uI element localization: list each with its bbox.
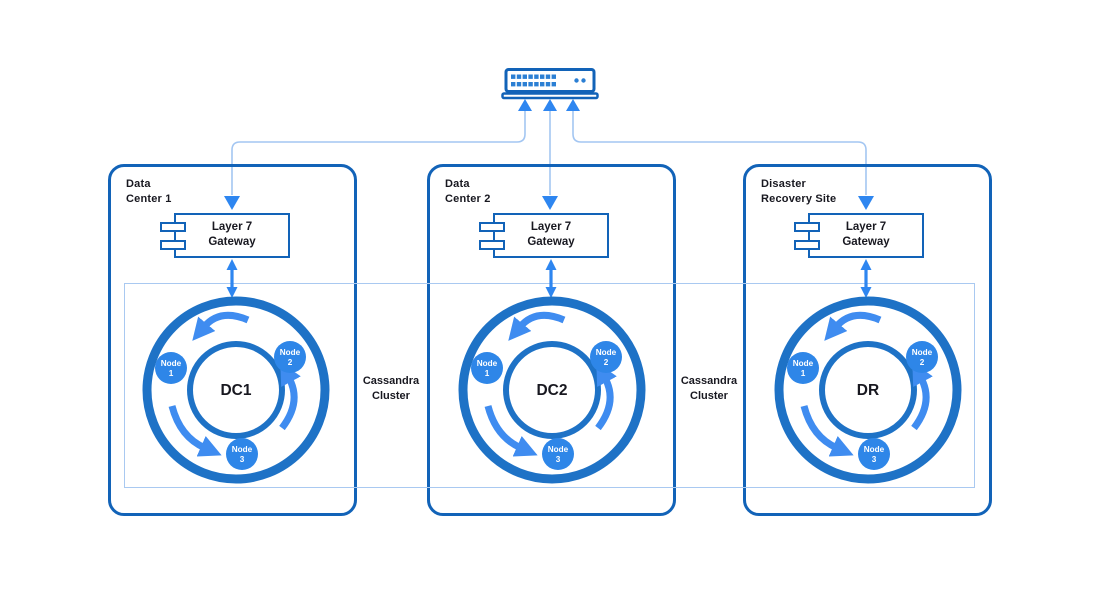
label-line: Cluster — [372, 390, 410, 402]
component-tab-icon — [160, 240, 186, 250]
node-label: 3 — [556, 455, 561, 464]
node-3: Node 3 — [858, 438, 890, 470]
rotation-arrow-icon — [508, 311, 566, 341]
component-tab-icon — [794, 222, 820, 232]
node-label: 2 — [920, 358, 925, 367]
node-1: Node 1 — [787, 352, 819, 384]
data-center-2-label: Data Center 2 — [445, 177, 491, 207]
node-label: 2 — [604, 358, 609, 367]
disaster-recovery-label: Disaster Recovery Site — [761, 177, 836, 207]
label-line: Center 2 — [445, 193, 491, 205]
gateway-label-dr: Layer 7 Gateway — [808, 220, 924, 250]
label-line: Cassandra — [680, 375, 738, 387]
gateway-box-dr — [808, 213, 924, 258]
data-center-2-box — [427, 164, 676, 516]
arrow-down-icon — [858, 196, 874, 210]
component-tab-icon — [160, 222, 186, 232]
label-line: Recovery Site — [761, 193, 837, 205]
node-label: Node — [793, 359, 814, 368]
component-tab-icon — [479, 240, 505, 250]
node-3: Node 3 — [226, 438, 258, 470]
label-line: Gateway — [208, 236, 256, 248]
node-label: 1 — [169, 369, 174, 378]
node-2: Node 2 — [274, 341, 306, 373]
disaster-recovery-box — [743, 164, 992, 516]
ring-inner-circle — [187, 341, 285, 439]
label-line: Layer 7 — [530, 221, 572, 233]
node-1: Node 1 — [471, 352, 503, 384]
cassandra-cluster-label-2: Cassandra Cluster — [649, 374, 769, 404]
gateway-label-dc2: Layer 7 Gateway — [493, 220, 609, 250]
label-line: Gateway — [527, 236, 575, 248]
component-tab-icon — [794, 240, 820, 250]
label-line: Center 1 — [126, 193, 172, 205]
double-arrow-icon — [860, 259, 872, 298]
ring-center-label: DC2 — [536, 382, 567, 399]
label-line: Layer 7 — [845, 221, 887, 233]
label-line: Disaster — [761, 178, 807, 190]
node-label: Node — [161, 359, 182, 368]
cassandra-cluster-label-1: Cassandra Cluster — [331, 374, 451, 404]
ring-inner-circle — [819, 341, 917, 439]
label-line: Cluster — [690, 390, 728, 402]
cassandra-ring-dc2: Node 1 Node 2 Node 3 DC2 — [458, 296, 646, 484]
rotation-arrow-icon — [911, 361, 933, 431]
label-line: Layer 7 — [211, 221, 253, 233]
node-label: Node — [280, 348, 301, 357]
component-tab-icon — [479, 222, 505, 232]
rotation-arrow-icon — [824, 311, 882, 341]
gateway-box-dc2 — [493, 213, 609, 258]
node-2: Node 2 — [590, 341, 622, 373]
node-1: Node 1 — [155, 352, 187, 384]
label-line: Data — [445, 178, 470, 190]
node-label: 2 — [288, 358, 293, 367]
node-label: Node — [477, 359, 498, 368]
arrow-up-icon — [518, 99, 532, 111]
connector-right — [572, 108, 867, 195]
double-arrow-icon — [545, 259, 557, 298]
arrow-down-icon — [542, 196, 558, 210]
node-label: 1 — [485, 369, 490, 378]
cassandra-ring-dr: Node 1 Node 2 Node 3 DR — [774, 296, 962, 484]
node-label: Node — [548, 445, 569, 454]
cassandra-ring-dc1: Node 1 Node 2 Node 3 DC1 — [142, 296, 330, 484]
node-label: 1 — [801, 369, 806, 378]
network-switch-icon — [501, 68, 599, 100]
label-line: Cassandra — [362, 375, 420, 387]
node-label: Node — [864, 445, 885, 454]
arrow-down-icon — [224, 196, 240, 210]
node-label: Node — [232, 445, 253, 454]
gateway-box-dc1 — [174, 213, 290, 258]
node-2: Node 2 — [906, 341, 938, 373]
rotation-arrow-icon — [595, 361, 617, 431]
ring-inner-circle — [503, 341, 601, 439]
rotation-arrow-icon — [800, 405, 854, 457]
node-label: 3 — [872, 455, 877, 464]
rotation-arrow-icon — [484, 405, 538, 457]
switch-ports — [511, 74, 586, 87]
connector-left — [231, 108, 526, 195]
node-3: Node 3 — [542, 438, 574, 470]
data-center-1-box — [108, 164, 357, 516]
label-line: Data — [126, 178, 151, 190]
node-label: Node — [912, 348, 933, 357]
double-arrow-icon — [226, 259, 238, 298]
data-center-1-label: Data Center 1 — [126, 177, 172, 207]
ring-center-label: DC1 — [220, 382, 251, 399]
label-line: Gateway — [842, 236, 890, 248]
node-label: Node — [596, 348, 617, 357]
ring-center-label: DR — [857, 382, 879, 399]
node-label: 3 — [240, 455, 245, 464]
rotation-arrow-icon — [192, 311, 250, 341]
rotation-arrow-icon — [279, 361, 301, 431]
rotation-arrow-icon — [168, 405, 222, 457]
arrow-up-icon — [543, 99, 557, 111]
gateway-label-dc1: Layer 7 Gateway — [174, 220, 290, 250]
arrow-up-icon — [566, 99, 580, 111]
